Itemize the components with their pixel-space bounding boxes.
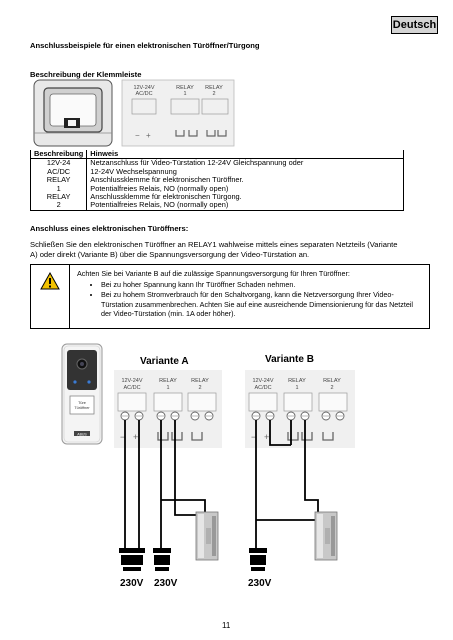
table-header-description: Beschreibung bbox=[29, 149, 88, 160]
voltage-label: 230V bbox=[248, 578, 272, 589]
door-opener-icon bbox=[195, 511, 219, 561]
table-cell: 2 bbox=[56, 200, 61, 210]
warning-box: Achten Sie bei Variante B auf die zuläss… bbox=[30, 264, 430, 329]
table-cell: 12V-24 bbox=[46, 158, 71, 168]
brand-label: ABUS bbox=[77, 433, 87, 437]
doorbell-label-line1: Türe bbox=[78, 401, 86, 405]
table-header-row: Beschreibung Hinweis bbox=[29, 149, 404, 160]
terminal-label-2-bottom: 1 bbox=[183, 91, 186, 97]
terminal-section-title: Beschreibung der Klemmleiste bbox=[30, 70, 142, 79]
terminal-a-label-2-top: RELAY bbox=[159, 378, 177, 384]
terminal-label-3-top: RELAY bbox=[205, 85, 223, 91]
warning-bullet: Bei zu hohem Stromverbrauch für den Scha… bbox=[101, 290, 422, 319]
warning-icon bbox=[40, 272, 60, 290]
connection-text-line: Schließen Sie den elektronischen Türöffn… bbox=[30, 240, 398, 249]
terminal-b-minus: − bbox=[251, 432, 256, 442]
connection-text: Schließen Sie den elektronischen Türöffn… bbox=[30, 240, 430, 260]
table-cell: AC/DC bbox=[47, 166, 71, 176]
warning-intro: Achten Sie bei Variante B auf die zuläss… bbox=[77, 269, 350, 278]
terminal-block-b: 12V-24V AC/DC RELAY 1 RELAY 2 − + bbox=[245, 370, 355, 448]
connection-title: Anschluss eines elektronischen Türöffner… bbox=[30, 224, 189, 233]
voltage-label: 230V bbox=[154, 578, 178, 589]
power-supply-icon bbox=[153, 548, 171, 571]
connection-text-line: A) oder direkt (Variante B) über die Spa… bbox=[30, 250, 310, 259]
table-cell: 12-24V Wechselspannung bbox=[90, 166, 177, 176]
terminal-label-3-bottom: 2 bbox=[212, 91, 215, 97]
terminal-a-label-1-bottom: AC/DC bbox=[123, 385, 140, 391]
wiring-diagram: Türe Türöffner ABUS Variante A Variante … bbox=[61, 343, 355, 589]
terminal-b-plus: + bbox=[264, 432, 269, 442]
terminal-block-a: 12V-24V AC/DC RELAY 1 RELAY 2 − + bbox=[114, 370, 222, 448]
doorbell-label-line2: Türöffner bbox=[74, 406, 90, 410]
terminal-a-label-3-top: RELAY bbox=[191, 378, 209, 384]
table-header-note: Hinweis bbox=[86, 149, 404, 160]
table-cell: Anschlussklemme für elektronischen Türöf… bbox=[90, 175, 244, 185]
table-cell: Anschlussklemme für elektronischen Türgo… bbox=[90, 192, 242, 202]
terminal-label-1-top: 12V-24V bbox=[133, 85, 154, 91]
power-supply-icon bbox=[119, 548, 145, 571]
plus-symbol: + bbox=[146, 131, 151, 140]
terminal-b-label-1-bottom: AC/DC bbox=[254, 385, 271, 391]
terminal-a-label-1-top: 12V-24V bbox=[121, 378, 142, 384]
terminal-b-label-3-top: RELAY bbox=[323, 378, 341, 384]
variant-b-label: Variante B bbox=[265, 354, 314, 365]
table-cell: Potentialfreies Relais, NO (normally ope… bbox=[90, 183, 229, 193]
terminal-a-plus: + bbox=[133, 432, 138, 442]
terminal-b-label-3-bottom: 2 bbox=[330, 385, 333, 391]
page-title: Anschlussbeispiele für einen elektronisc… bbox=[30, 41, 260, 50]
table-cell: RELAY bbox=[46, 175, 71, 185]
table-cell: Netzanschluss für Video-Türstation 12-24… bbox=[90, 158, 304, 168]
terminal-label-1-bottom: AC/DC bbox=[135, 91, 152, 97]
terminal-b-label-2-top: RELAY bbox=[288, 378, 306, 384]
voltage-label: 230V bbox=[120, 578, 144, 589]
terminal-a-label-3-bottom: 2 bbox=[198, 385, 201, 391]
minus-symbol: − bbox=[135, 131, 140, 140]
table-cell: RELAY bbox=[46, 192, 71, 202]
variant-a-label: Variante A bbox=[140, 356, 189, 367]
terminal-a-label-2-bottom: 1 bbox=[166, 385, 169, 391]
power-supply-icon bbox=[249, 548, 267, 571]
page-number: 11 bbox=[222, 621, 231, 630]
language-tab: Deutsch bbox=[391, 16, 438, 34]
terminal-label-2-top: RELAY bbox=[176, 85, 194, 91]
door-station-device bbox=[61, 343, 103, 445]
table-cell: 1 bbox=[56, 183, 61, 193]
terminal-block-illustration: 12V-24V AC/DC RELAY 1 RELAY 2 − + bbox=[33, 79, 235, 147]
terminal-b-label-2-bottom: 1 bbox=[295, 385, 298, 391]
terminal-a-minus: − bbox=[120, 432, 125, 442]
door-opener-icon bbox=[314, 511, 338, 561]
warning-bullet: Bei zu hoher Spannung kann Ihr Türöffner… bbox=[101, 280, 422, 290]
table-cell: Potentialfreies Relais, NO (normally ope… bbox=[90, 200, 229, 210]
terminal-b-label-1-top: 12V-24V bbox=[252, 378, 273, 384]
